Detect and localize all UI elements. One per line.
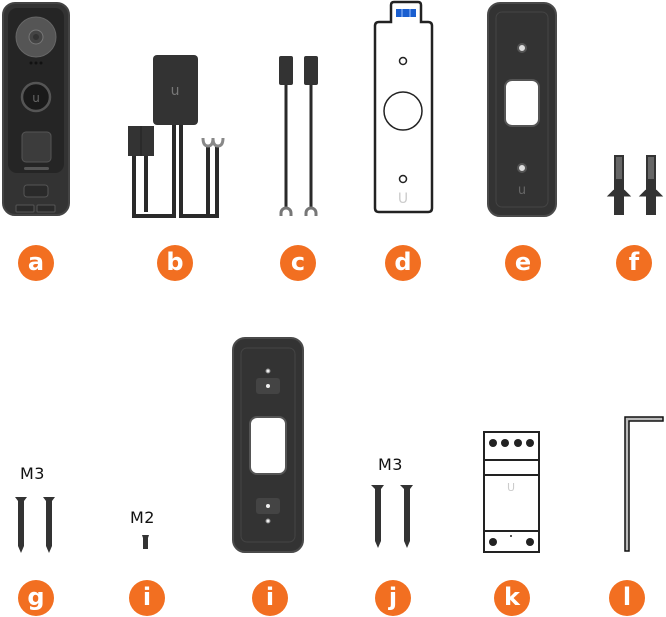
svg-text:u: u [171,83,180,99]
item-badge-l: l [609,580,645,616]
item-badge-i: i [252,580,288,616]
wire-extensions-icon [279,56,318,216]
m2-screw-icon [142,535,149,549]
item-badge-g: g [18,580,54,616]
wall-anchors-icon [606,155,664,215]
screw-size-label-j: M3 [378,455,403,474]
svg-text:U: U [507,481,515,494]
svg-text:U: U [398,191,408,207]
angled-mount-icon [232,337,304,553]
item-badge-f: f [616,245,652,281]
power-adapter-icon: u [128,55,225,218]
item-badge-c: c [280,245,316,281]
din-rail-module-icon: U [483,431,540,553]
screw-size-label-h: M2 [130,508,155,527]
svg-text:u: u [518,183,526,198]
mounting-template-icon: U [373,0,434,214]
m3-screws-icon [15,497,55,553]
hex-key-icon [624,416,664,552]
doorbell-camera-icon: u [2,2,70,216]
item-badge-j: j [375,580,411,616]
item-badge-d: d [385,245,421,281]
m3-screws-icon-2 [371,485,413,548]
screw-size-label-g: M3 [20,464,45,483]
item-badge-a: a [18,245,54,281]
svg-text:u: u [32,91,40,105]
item-badge-e: e [505,245,541,281]
item-badge-h: i [129,580,165,616]
wall-plate-icon: u [487,2,557,217]
item-badge-k: k [494,580,530,616]
item-badge-b: b [157,245,193,281]
